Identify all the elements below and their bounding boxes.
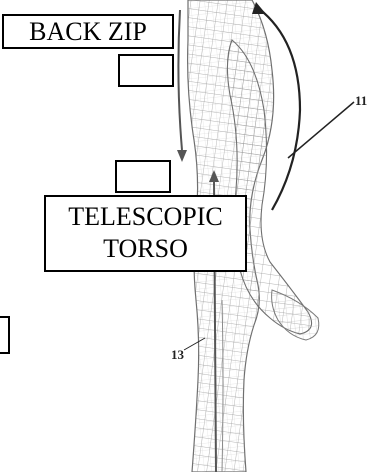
blank-label-box	[118, 54, 174, 87]
back-zip-label: BACK ZIP	[2, 14, 174, 49]
callout-number-13: 13	[171, 347, 184, 363]
telescopic-label-line1: TELESCOPIC	[46, 201, 245, 233]
callout-number-11: 11	[355, 93, 367, 109]
blank-label-box	[115, 160, 171, 193]
telescopic-torso-label: TELESCOPIC TORSO	[44, 195, 247, 272]
blank-label-box	[0, 316, 10, 354]
telescopic-label-line2: TORSO	[46, 233, 245, 265]
back-zip-arrow	[178, 10, 182, 150]
